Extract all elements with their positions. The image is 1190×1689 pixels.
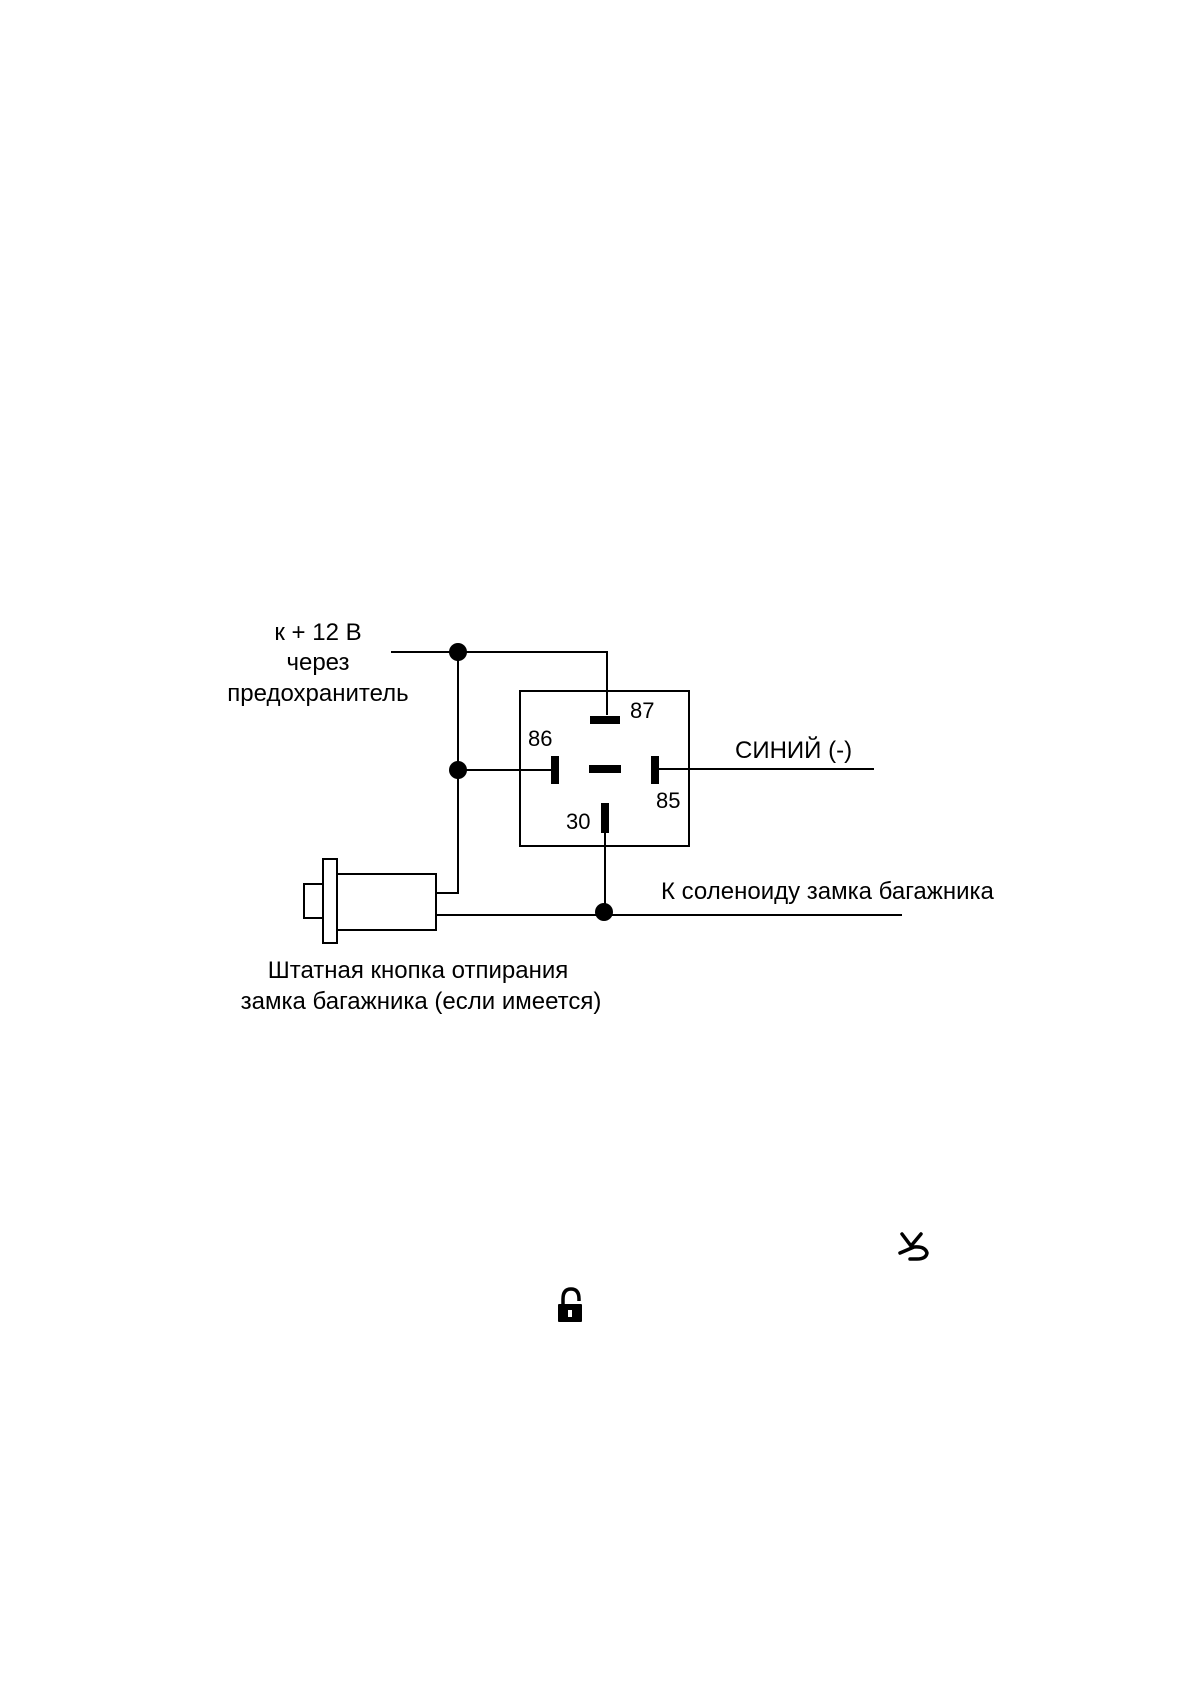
button-label-line2: замка багажника (если имеется) — [241, 988, 602, 1015]
pin-label-86: 86 — [528, 726, 552, 751]
junction-node-solenoid — [595, 903, 613, 921]
relay-contact-85 — [651, 756, 659, 784]
power-label-line1: к + 12 В — [274, 619, 361, 646]
solenoid-label: К соленоиду замка багажника — [661, 878, 995, 905]
pin-label-87: 87 — [630, 698, 654, 723]
button-body — [336, 873, 437, 931]
relay-contact-30 — [601, 803, 609, 833]
blue-wire-label: СИНИЙ (-) — [735, 736, 852, 764]
padlock-open-icon — [558, 1287, 582, 1322]
power-label-line3: предохранитель — [227, 680, 408, 707]
power-label-line2: через — [286, 649, 349, 676]
relay-contact-center — [589, 765, 621, 773]
button-plunger — [303, 883, 325, 919]
junction-node-middle — [449, 761, 467, 779]
relay-contact-86 — [551, 756, 559, 784]
button-flange — [322, 858, 338, 944]
relay-contact-87 — [590, 716, 620, 724]
pin-label-30: 30 — [566, 809, 590, 834]
pin-label-85: 85 — [656, 788, 680, 813]
relay-body — [519, 690, 690, 847]
button-label-line1: Штатная кнопка отпирания — [268, 957, 569, 984]
trunk-release-button — [303, 858, 437, 944]
trunk-open-icon — [898, 1232, 929, 1261]
junction-node-top — [449, 643, 467, 661]
